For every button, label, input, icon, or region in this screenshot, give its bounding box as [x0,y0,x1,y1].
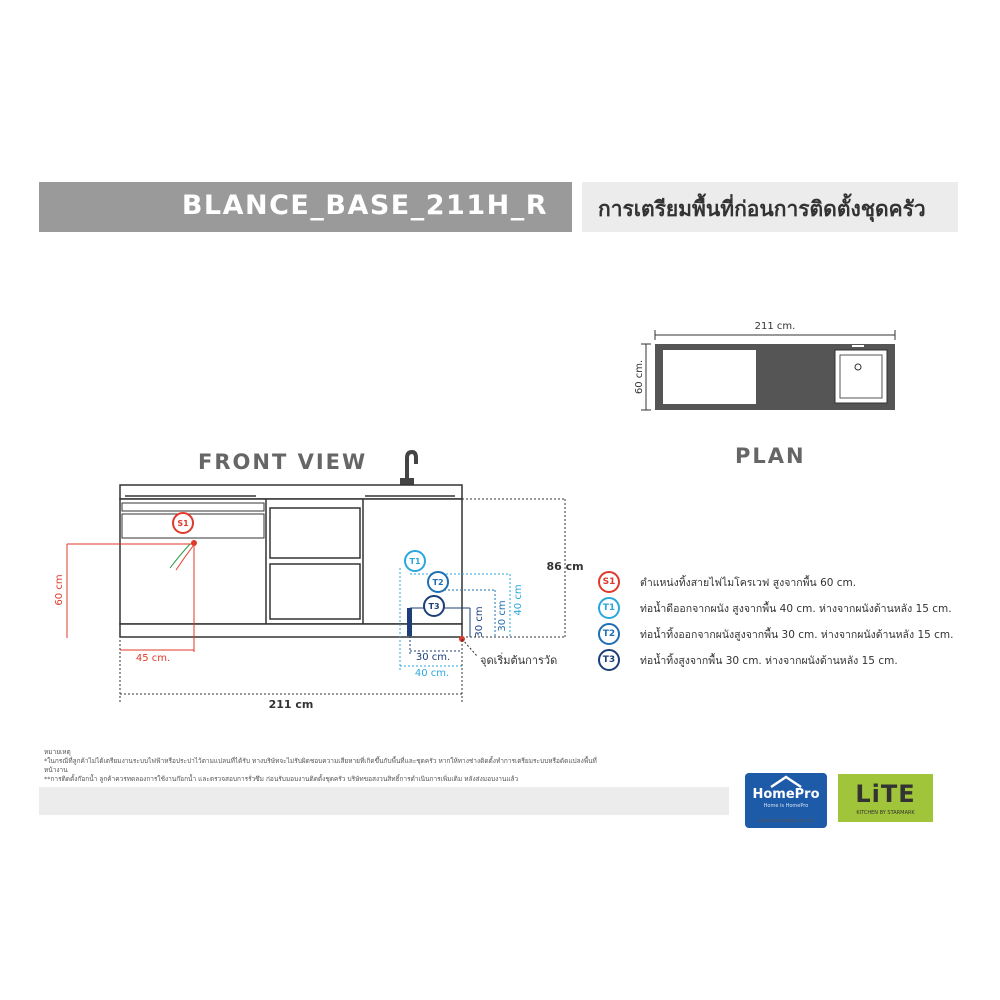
plan-sink [834,349,888,404]
legend-badge-t3: T3 [598,649,620,671]
lite-logo-tagline: KITCHEN BY STARMARK [856,810,915,816]
legend-text-t3: ท่อน้ำทิ้งสูงจากพื้น 30 cm. ห่างจากผนังด… [640,655,898,667]
faucet-icon [405,449,418,492]
t1-offset-label: 40 cm. [415,668,449,679]
homepro-url: www.homepro.co.th [758,818,814,824]
plan-faucet-icon [854,363,862,371]
plan-depth-label: 60 cm. [634,360,645,394]
left-door-top-rail [121,502,265,512]
s1-offset-label: 45 cm. [136,653,170,664]
t3-badge-label: T3 [428,602,439,611]
t3-offset-label: 30 cm. [416,652,450,663]
plan-sink-basin [839,354,883,399]
t2-height-label: 30 cm [497,600,508,631]
homepro-logo: HomePro Home is HomePro [745,773,827,828]
plan-width-label: 211 cm. [755,321,796,332]
footer-bar [39,787,729,815]
s1-wire-icon [169,543,191,569]
s1-badge [172,512,194,534]
lite-logo-name: LiTE [855,780,916,808]
front-view-drawing: S1 60 cm 45 cm. 86 cm T1 40 cm 40 cm. T2… [54,449,584,711]
s1-wire-red [175,545,194,571]
legend-text-s1: ตำแหน่งทิ้งสายไฟไมโครเวฟ สูงจากพื้น 60 c… [640,577,857,589]
origin-label: จุดเริ่มต้นการวัด [480,652,557,667]
house-icon [770,775,802,789]
subtitle-bar: การเตรียมพื้นที่ก่อนการติดตั้งชุดครัว [582,182,958,232]
notes-heading: หมายเหตุ [44,748,71,756]
lite-logo: LiTE KITCHEN BY STARMARK [838,774,933,822]
legend-text-t1: ท่อน้ำดีออกจากผนัง สูงจากพื้น 40 cm. ห่า… [640,603,952,615]
t1-height-label: 40 cm [513,584,524,615]
t2-badge-label: T2 [432,578,443,587]
t2-badge [427,571,449,593]
faucet-handle [400,478,414,486]
plan-view-label: PLAN [735,444,806,468]
overall-height-label: 86 cm [546,560,583,573]
title-bar: BLANCE_BASE_211H_R [39,182,572,232]
notes-line-2: **การติดตั้งก๊อกน้ำ ลูกค้าควรทดลองการใช้… [44,775,519,783]
legend-text-t2: ท่อน้ำทิ้งออกจากผนังสูงจากพื้น 30 cm. ห่… [640,629,954,641]
plan-cooktop-area [663,350,756,404]
legend-badge-s1: S1 [598,571,620,593]
t3-height-label: 30 cm [474,606,485,637]
t1-badge [404,550,426,572]
plan-drawing: 211 cm. 60 cm. [634,321,896,411]
appliance-opening [269,507,361,559]
homepro-logo-name: HomePro [752,787,820,802]
t3-badge [423,595,445,617]
t1-badge-label: T1 [409,557,420,566]
lower-drawer [269,563,361,620]
left-door-panel [121,513,265,539]
overall-width-label: 211 cm [269,698,314,711]
s1-point [191,540,197,546]
notes-line-1: *ในกรณีที่ลูกค้าไม่ได้เตรียมงานระบบไฟฟ้า… [44,757,597,774]
front-view-label: FRONT VIEW [198,450,368,474]
s1-badge-label: S1 [177,519,189,528]
origin-leader-line [461,638,478,657]
page-title: BLANCE_BASE_211H_R [181,190,548,221]
notes: หมายเหตุ *ในกรณีที่ลูกค้าไม่ได้เตรียมงาน… [44,748,604,784]
s1-height-label: 60 cm [54,574,65,605]
plinth [119,623,463,638]
homepro-logo-tagline: Home is HomePro [763,803,809,809]
page-subtitle: การเตรียมพื้นที่ก่อนการติดตั้งชุดครัว [598,197,926,221]
legend-badge-t1: T1 [598,597,620,619]
countertop [119,484,463,500]
legend-badge-t2: T2 [598,623,620,645]
